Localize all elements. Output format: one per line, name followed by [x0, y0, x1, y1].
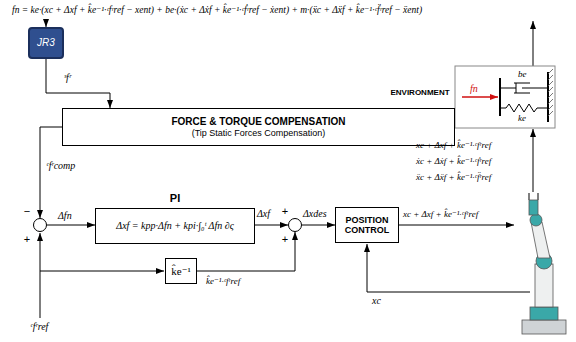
node-text: FORCE & TORQUE COMPENSATION: [171, 116, 345, 128]
sensor-body: JR3: [28, 27, 64, 59]
signal-name: xc + Δxf + k̂e⁻¹·ᶜfʳref: [403, 209, 478, 219]
robot-arm: [529, 200, 538, 215]
signal-name: xc + Δxf + k̂e⁻¹·ᶜfʳref: [416, 140, 491, 150]
controller-box: PI Δxf = kpp·Δfn + kpi·∫₀ᵗ Δfn ∂ς: [95, 192, 255, 244]
robot-arm: [530, 214, 542, 226]
environment-model: [548, 81, 553, 86]
signal-arrow: [46, 59, 110, 108]
robot-arm: [522, 193, 566, 334]
sign-label: +: [281, 234, 289, 244]
node-text: JR3: [37, 37, 55, 49]
signal-wire: [46, 19, 47, 27]
box-border: POSITION CONTROL: [335, 207, 399, 243]
signal-wire: [399, 225, 514, 226]
gain-box: k̂e⁻¹: [165, 258, 197, 284]
environment-model: [500, 104, 548, 112]
robot-arm: [530, 307, 558, 320]
signal-name: ᶜfʳcomp: [46, 160, 75, 172]
environment-model: [462, 96, 498, 98]
signal-wire: [40, 19, 533, 318]
controller-border: Δxf = kpp·Δfn + kpi·∫₀ᵗ Δfn ∂ς: [95, 208, 255, 244]
node-text: k̂e⁻¹: [171, 265, 191, 278]
environment-model: [499, 78, 501, 116]
environment-model: [455, 66, 555, 128]
signal-wire: [40, 233, 41, 318]
environment-model: [455, 66, 555, 128]
environment-model: [548, 99, 553, 104]
environment-model: [548, 93, 553, 98]
environment-heading: ENVIRONMENT: [388, 88, 452, 102]
sign-label: +: [281, 206, 289, 216]
signal-wire: [40, 271, 164, 272]
force-sensor-icon: JR3: [28, 27, 64, 59]
environment-model: [548, 75, 553, 80]
box-heading-row: PI: [95, 192, 255, 208]
summing-junction: ++: [288, 218, 302, 232]
damper-label: be: [518, 69, 527, 79]
spring-label: ke: [518, 113, 526, 123]
node-text: PI: [95, 192, 255, 205]
signal-name: xc: [372, 295, 381, 307]
robot-arm: [531, 222, 550, 258]
signal-arrow: [255, 225, 288, 226]
process-box: POSITION CONTROL: [335, 207, 399, 243]
signal-wire: [367, 244, 530, 292]
environment-model: [500, 83, 548, 93]
signal-name: ẍc + Δẍf + k̂e⁻¹·ᶜf̈ʳref: [416, 172, 491, 182]
sign-label: −: [23, 206, 31, 216]
force-equation: fn = ke·(xc + Δxf + k̂e⁻¹·ᶜfʳref − xent)…: [12, 5, 422, 16]
sign-label: +: [23, 234, 31, 244]
environment-model: [548, 105, 553, 110]
signal-name: ᶜfʳref: [30, 321, 48, 333]
environment-model: [548, 69, 553, 74]
environment-model: [548, 111, 553, 116]
robot-arm: [529, 193, 538, 200]
node-text: ENVIRONMENT: [388, 88, 452, 97]
node-text: (Tip Static Forces Compensation): [192, 128, 326, 138]
signal-wire: [533, 21, 534, 66]
signal-arrow: [40, 127, 62, 218]
environment-model: [548, 69, 553, 116]
signal-arrow: [302, 225, 335, 226]
robot-arm: [535, 264, 553, 307]
node-text: Δxf = kpp·Δfn + kpi·∫₀ᵗ Δfn ∂ς: [116, 220, 233, 232]
signal-name: ˢfʳ: [64, 72, 71, 84]
process-box: FORCE & TORQUE COMPENSATION(Tip Static F…: [62, 108, 455, 146]
signal-name: Δfn: [58, 210, 72, 222]
signal-name: Δxf: [257, 208, 270, 220]
box-border: k̂e⁻¹: [165, 258, 197, 284]
node-text: POSITION CONTROL: [339, 215, 395, 236]
robot-arm: [522, 320, 566, 334]
box-border: FORCE & TORQUE COMPENSATION(Tip Static F…: [62, 108, 455, 146]
environment-model: [548, 87, 553, 92]
signal-name: Δxdes: [303, 208, 327, 220]
force-label: fn: [470, 83, 478, 95]
signal-wire: [533, 129, 534, 192]
signal-name: k̂e⁻¹·ᶜfʳref: [206, 276, 240, 286]
signal-arrow: [47, 225, 95, 226]
signal-name: ẋc + Δẋf + k̂e⁻¹·ᶜḟʳref: [416, 156, 491, 166]
summing-junction: −+: [33, 218, 47, 232]
